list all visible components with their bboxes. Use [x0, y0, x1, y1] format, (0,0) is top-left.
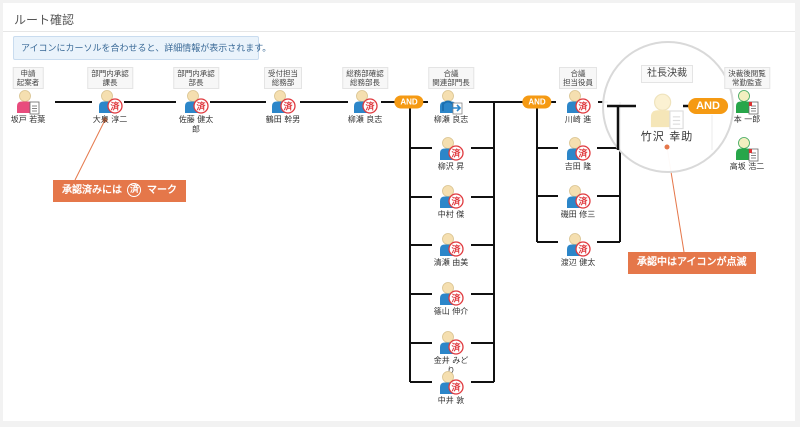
approver-name: 鶴田 幹男	[265, 115, 301, 124]
in-progress-callout: 承認中はアイコンが点滅	[628, 252, 756, 274]
approver-person-approved-icon[interactable]: 済	[438, 281, 464, 307]
approver-name: 竹沢 幸助	[640, 130, 694, 143]
and-condition-badge: AND	[522, 95, 552, 109]
callout-pointer	[74, 119, 106, 181]
approver-person-approved-icon[interactable]: 済	[438, 370, 464, 396]
approved-mark-callout: 承認済みには 済 マーク	[53, 180, 186, 202]
step-role-label: 合議担当役員	[559, 67, 597, 89]
step-role-label: 部門内承認課長	[87, 67, 133, 89]
approver-name: 中村 傑	[437, 210, 465, 219]
group1-branches	[410, 147, 494, 383]
approver-person-approved-icon[interactable]: 済	[183, 89, 209, 115]
svg-text:済: 済	[451, 293, 461, 305]
svg-text:済: 済	[110, 101, 120, 113]
approver-person-approved-icon[interactable]: 済	[352, 89, 378, 115]
info-message: アイコンにカーソルを合わせると、詳細情報が表示されます。	[13, 36, 271, 60]
svg-text:済: 済	[451, 382, 461, 394]
step-role-label: 総務部確認総務部長	[342, 67, 388, 89]
approver-person-document-icon[interactable]	[15, 89, 41, 115]
approver-name: 本 一郎	[733, 115, 761, 124]
svg-text:済: 済	[578, 148, 588, 160]
svg-text:済: 済	[365, 101, 375, 113]
approver-name: 清瀬 由美	[433, 258, 469, 267]
svg-text:済: 済	[283, 101, 293, 113]
approver-person-viewer-icon[interactable]	[734, 136, 760, 162]
approver-name: 大泉 淳二	[92, 115, 128, 124]
panel-title: ルート確認	[14, 13, 75, 27]
approver-person-viewer-icon[interactable]	[734, 89, 760, 115]
svg-text:済: 済	[451, 196, 461, 208]
step-role-label: 決裁後閲覧常勤監査	[724, 67, 770, 89]
approver-person-approved-icon[interactable]: 済	[438, 184, 464, 210]
approver-name: 坂戸 若葉	[10, 115, 46, 124]
group2-branches	[537, 147, 620, 243]
approver-person-approved-icon[interactable]: 済	[565, 184, 591, 210]
approver-name: 柳沢 昇	[437, 162, 465, 171]
callout-pointer-dot	[102, 117, 108, 123]
approver-person-approved-icon[interactable]: 済	[438, 330, 464, 356]
approver-name: 柳瀬 良志	[433, 115, 469, 124]
approver-person-approved-icon[interactable]: 済	[97, 89, 123, 115]
svg-text:済: 済	[451, 342, 461, 354]
and-condition-badge: AND	[688, 98, 728, 114]
step-role-label: 社長決裁	[641, 65, 693, 83]
callout-text: マーク	[146, 185, 177, 196]
approver-person-approved-icon[interactable]: 済	[438, 232, 464, 258]
step-role-label: 部門内承認部長	[173, 67, 219, 89]
svg-text:済: 済	[451, 148, 461, 160]
svg-text:済: 済	[196, 101, 206, 113]
approver-person-approved-icon[interactable]: 済	[565, 232, 591, 258]
step-role-label: 合議関連部門長	[428, 67, 474, 89]
callout-pointer-dot	[664, 144, 670, 150]
approver-person-pending-icon[interactable]	[648, 92, 686, 130]
approver-name: 中井 敦	[437, 396, 465, 405]
approver-name: 柳瀬 良志	[347, 115, 383, 124]
svg-text:済: 済	[578, 101, 588, 113]
approver-name: 川崎 進	[564, 115, 592, 124]
approver-person-approved-icon[interactable]: 済	[565, 89, 591, 115]
approved-stamp-icon: 済	[127, 183, 142, 197]
svg-text:済: 済	[578, 196, 588, 208]
svg-text:済: 済	[578, 244, 588, 256]
svg-text:済: 済	[451, 244, 461, 256]
and-condition-badge: AND	[394, 95, 424, 109]
approver-name: 磯田 修三	[560, 210, 596, 219]
step-role-label: 受付担当総務部	[264, 67, 302, 89]
divider	[3, 31, 795, 32]
approver-name: 渡辺 健太	[560, 258, 596, 267]
approver-name: 高坂 浩二	[729, 162, 765, 171]
approver-person-return-icon[interactable]	[438, 89, 464, 115]
approver-name: 吉田 隆	[564, 162, 592, 171]
approver-name: 金井 みどり	[433, 356, 469, 375]
approver-name: 佐藤 健太郎	[178, 115, 214, 134]
approver-person-approved-icon[interactable]: 済	[565, 136, 591, 162]
approver-person-approved-icon[interactable]: 済	[438, 136, 464, 162]
step-role-label: 申請起案者	[12, 67, 44, 89]
approver-person-approved-icon[interactable]: 済	[270, 89, 296, 115]
approver-name: 篠山 伸介	[433, 307, 469, 316]
callout-text: 承認済みには	[62, 185, 122, 196]
